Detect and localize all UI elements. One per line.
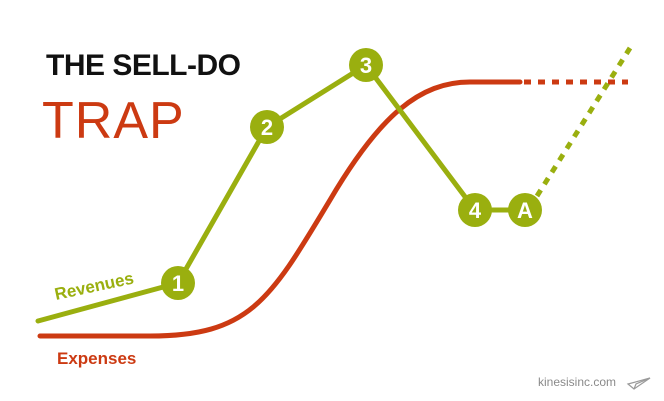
marker-4-label: 4 [469,198,482,223]
marker-1: 1 [161,266,195,300]
marker-3-label: 3 [360,53,372,78]
title-line-1: THE SELL-DO [46,49,241,82]
marker-2-label: 2 [261,115,273,140]
marker-1-label: 1 [172,271,184,296]
paper-plane-icon [626,377,651,390]
marker-2: 2 [250,110,284,144]
marker-4: 4 [458,193,492,227]
marker-3: 3 [349,48,383,82]
revenues-projection-line [534,46,633,198]
credit-text: kinesisinc.com [538,375,616,389]
expenses-label: Expenses [57,349,136,368]
marker-a-label: A [517,198,533,223]
expenses-curve [37,79,523,339]
title-line-2: TRAP [42,92,185,150]
marker-a: A [508,193,542,227]
